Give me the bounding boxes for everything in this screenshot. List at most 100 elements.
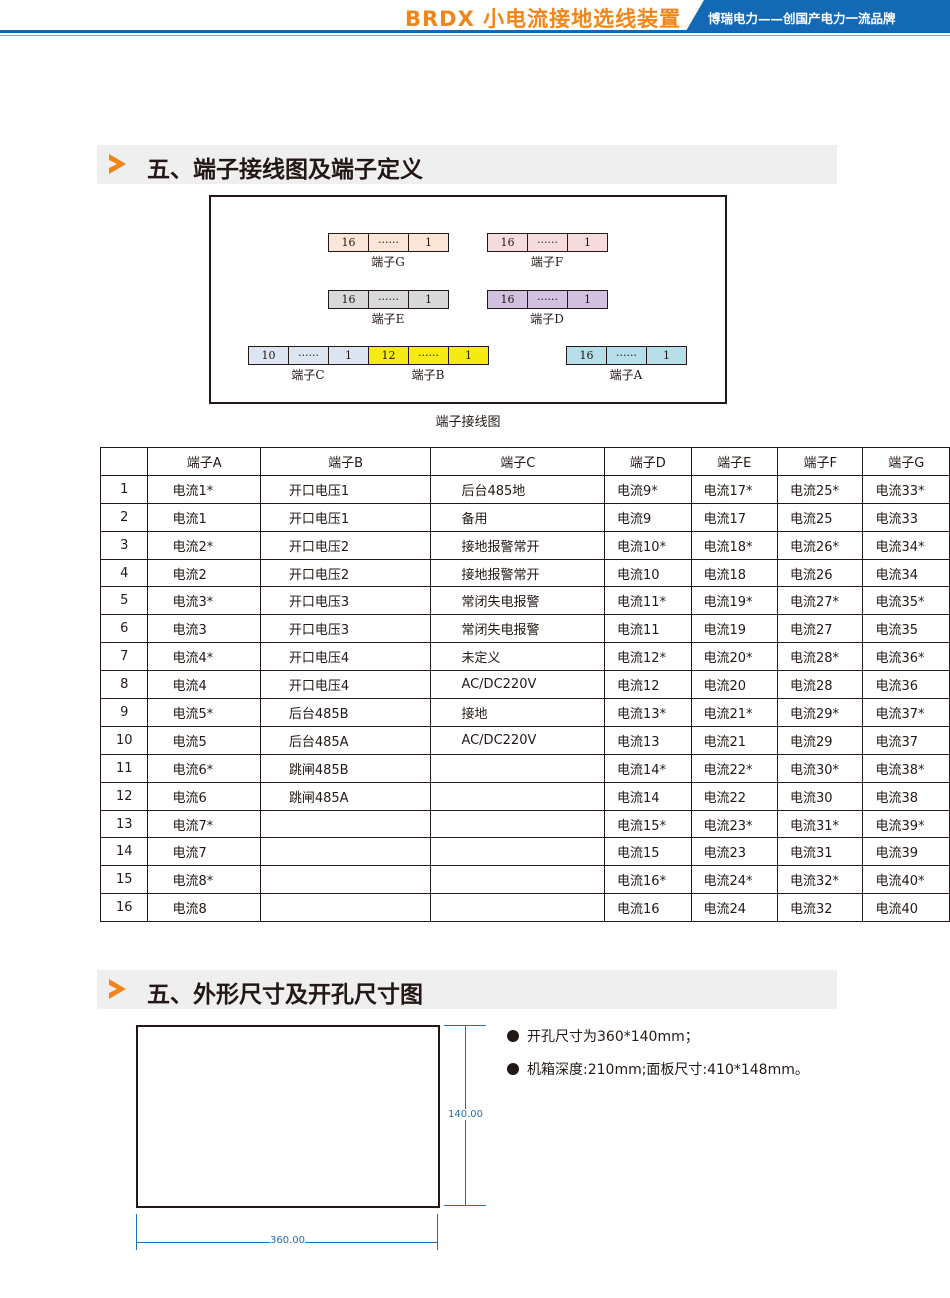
table-cell: 开口电压3: [259, 586, 432, 616]
terminal-cell: 16: [567, 347, 607, 364]
table-cell: 1: [99, 474, 149, 504]
table-cell: 接地报警常开: [430, 530, 606, 560]
table-cell: 电流17*: [690, 474, 778, 504]
table-cell: 电流18*: [690, 530, 778, 560]
table-cell: 11: [99, 753, 149, 783]
table-cell: 电流7*: [147, 809, 261, 839]
table-cell: 电流32*: [776, 865, 864, 895]
table-cell: 电流22: [690, 781, 778, 811]
table-cell: [430, 781, 606, 811]
table-cell: 电流35*: [862, 586, 950, 616]
table-cell: 开口电压2: [259, 530, 432, 560]
terminal-cell: ······: [528, 291, 568, 308]
table-cell: 常闭失电报警: [430, 586, 606, 616]
diagram-caption: 端子接线图: [435, 415, 501, 430]
table-cell: 后台485B: [259, 698, 432, 727]
table-cell: 电流15*: [604, 809, 692, 839]
arrow-icon: [109, 154, 126, 174]
terminal-cell: 10: [249, 347, 289, 364]
table-cell: 电流1: [147, 502, 261, 532]
table-cell: 4: [99, 558, 149, 588]
table-cell: 电流10*: [604, 530, 692, 560]
terminal-label: 端子D: [530, 312, 564, 326]
table-cell: 电流40: [862, 893, 950, 923]
table-cell: 电流30: [776, 781, 864, 811]
table-cell: 5: [99, 586, 149, 616]
table-cell: 电流15: [604, 837, 692, 867]
table-cell: 电流36*: [862, 642, 950, 672]
column-header: [99, 447, 149, 476]
table-cell: 电流19: [690, 614, 778, 644]
cutout-outline: [136, 1025, 440, 1208]
table-cell: [259, 809, 432, 839]
terminal-block: 16······1: [328, 233, 449, 252]
table-cell: 电流31*: [776, 809, 864, 839]
table-cell: 接地报警常开: [430, 558, 606, 588]
table-cell: 电流21: [690, 725, 778, 755]
table-cell: 备用: [430, 502, 606, 532]
table-cell: 7: [99, 642, 149, 672]
table-cell: 电流13: [604, 725, 692, 755]
table-cell: [430, 865, 606, 895]
table-cell: AC/DC220V: [430, 725, 606, 755]
terminal-label: 端子G: [371, 255, 405, 269]
terminal-cell: 1: [329, 347, 368, 364]
terminal-cell: 16: [329, 234, 369, 251]
table-cell: 电流16: [604, 893, 692, 923]
table-cell: 电流6*: [147, 753, 261, 783]
table-cell: 电流19*: [690, 586, 778, 616]
table-cell: 10: [99, 725, 149, 755]
table-cell: 电流12*: [604, 642, 692, 672]
dim-extension-line: [444, 1205, 486, 1206]
table-cell: 电流2*: [147, 530, 261, 560]
height-dimension-label: 140.00: [448, 1109, 483, 1120]
table-cell: 电流27*: [776, 586, 864, 616]
terminal-block: 12······1: [368, 346, 489, 365]
column-header: 端子A: [147, 447, 261, 476]
header-title: BRDX 小电流接地选线装置: [405, 7, 682, 31]
table-cell: 电流5: [147, 725, 261, 755]
terminal-block: 16······1: [487, 233, 608, 252]
column-header: 端子D: [604, 447, 692, 476]
terminal-label: 端子F: [530, 255, 564, 269]
table-cell: 电流40*: [862, 865, 950, 895]
table-cell: 电流27: [776, 614, 864, 644]
table-cell: 电流34*: [862, 530, 950, 560]
table-cell: 电流23: [690, 837, 778, 867]
terminal-block: 16······1: [487, 290, 608, 309]
table-cell: 电流17: [690, 502, 778, 532]
arrow-icon: [109, 979, 126, 999]
table-cell: 电流12: [604, 670, 692, 700]
table-cell: 3: [99, 530, 149, 560]
table-cell: 电流9: [604, 502, 692, 532]
table-cell: 电流1*: [147, 474, 261, 504]
table-cell: 16: [99, 893, 149, 923]
table-cell: 电流20: [690, 670, 778, 700]
terminal-block: 10······1: [248, 346, 369, 365]
table-cell: 电流14*: [604, 753, 692, 783]
table-cell: 后台485A: [259, 725, 432, 755]
table-cell: 后台485地: [430, 474, 606, 504]
terminal-cell: 1: [449, 347, 488, 364]
terminal-cell: 16: [488, 234, 528, 251]
table-cell: 电流26*: [776, 530, 864, 560]
table-cell: 开口电压1: [259, 474, 432, 504]
spec-bullet: 机箱深度:210mm;面板尺寸:410*148mm。: [507, 1059, 809, 1079]
terminal-cell: 1: [647, 347, 686, 364]
table-cell: 跳闸485A: [259, 781, 432, 811]
table-cell: 开口电压2: [259, 558, 432, 588]
column-header: 端子B: [259, 447, 432, 476]
table-cell: 电流16*: [604, 865, 692, 895]
table-cell: 电流38: [862, 781, 950, 811]
table-cell: 电流28: [776, 670, 864, 700]
table-cell: 开口电压4: [259, 642, 432, 672]
table-cell: 电流37: [862, 725, 950, 755]
